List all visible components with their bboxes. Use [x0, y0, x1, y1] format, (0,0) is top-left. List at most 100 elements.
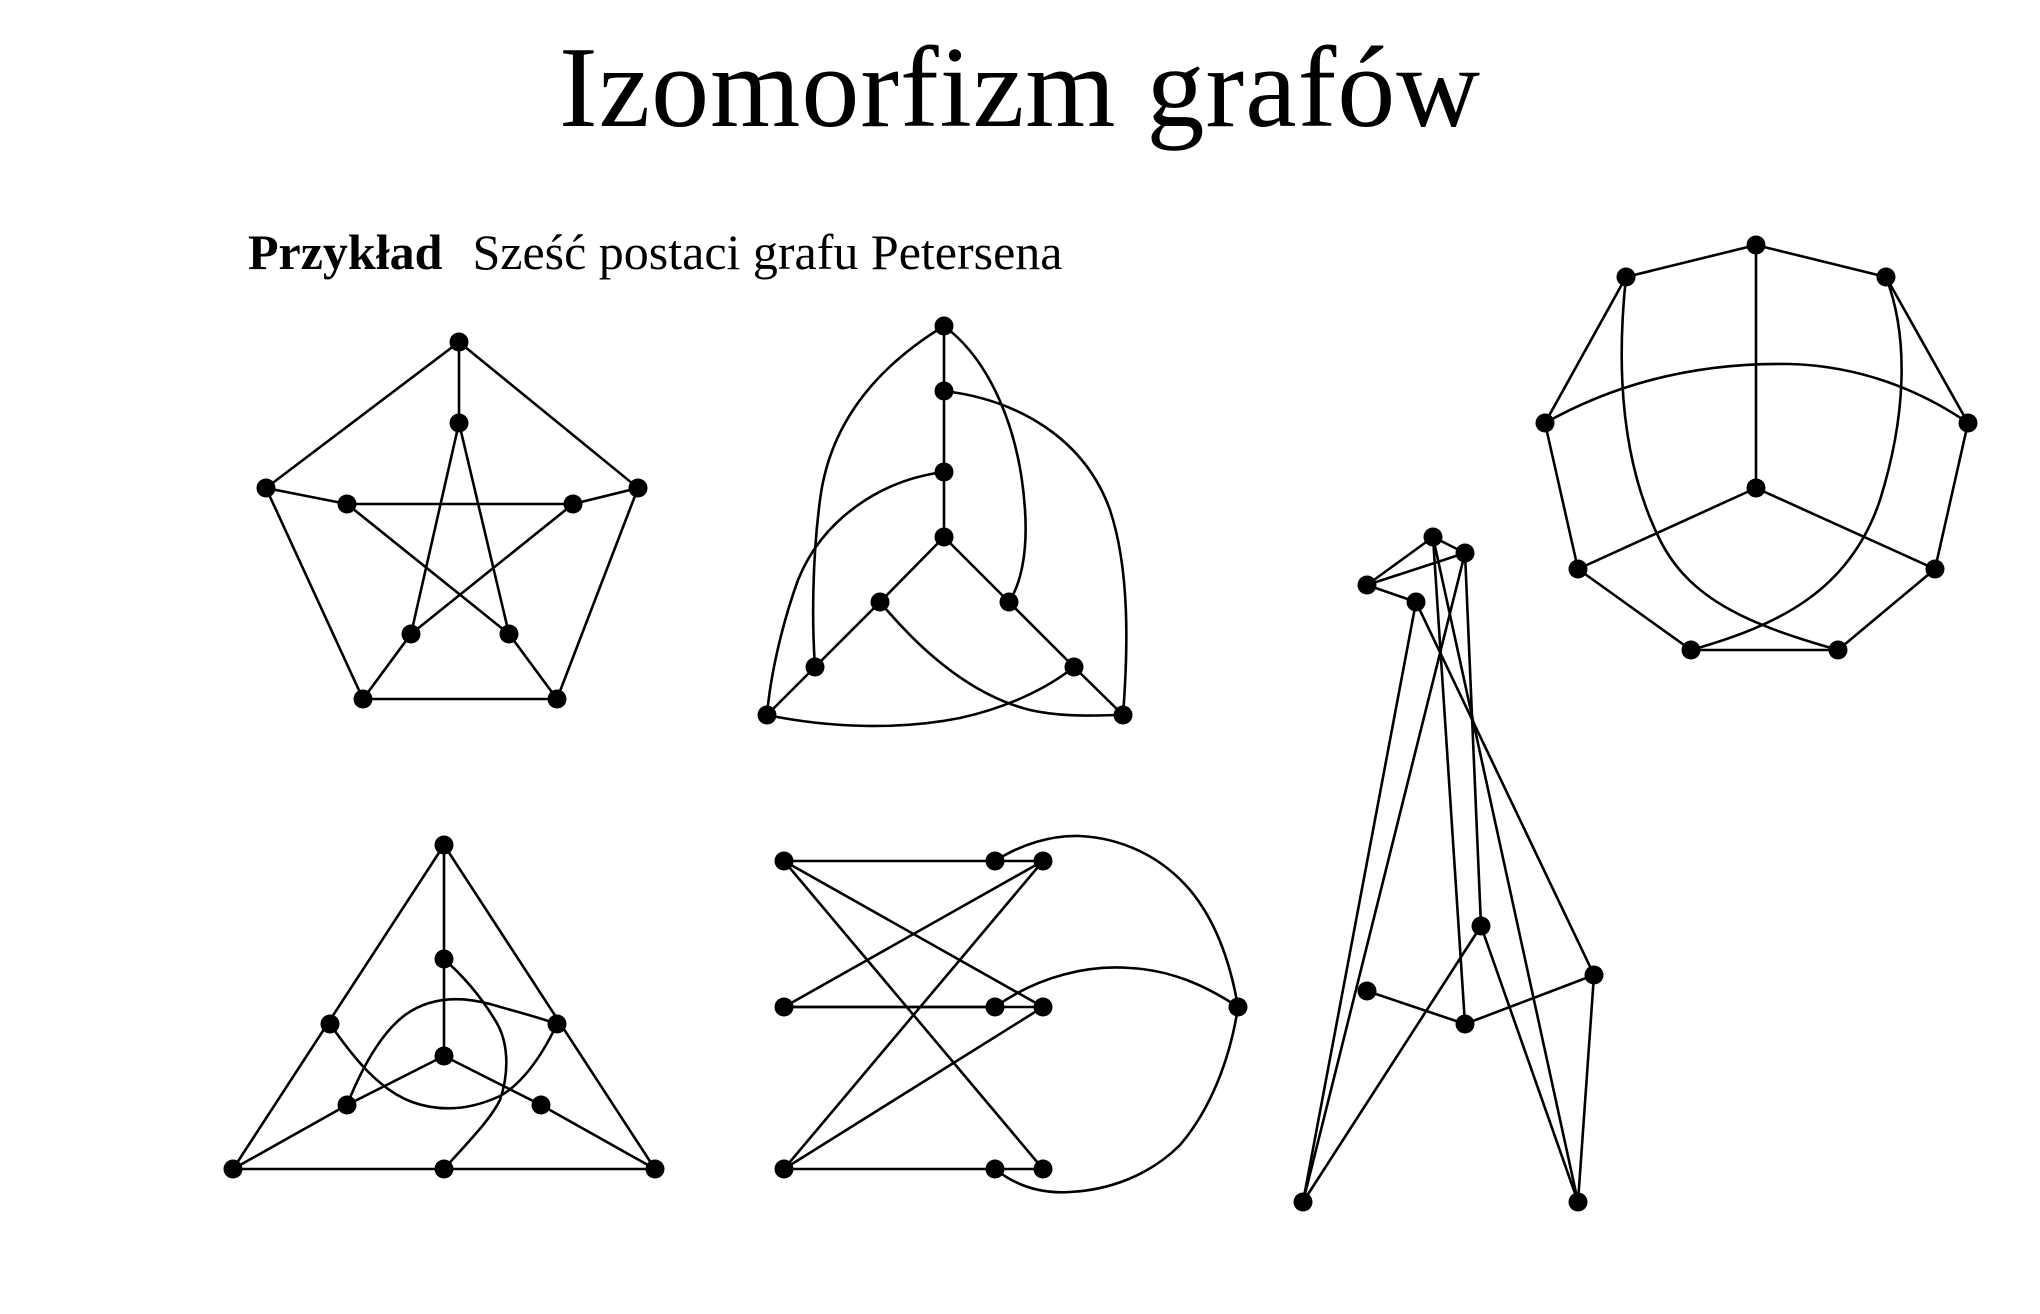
graph-edge	[1463, 551, 1483, 928]
graph-edge	[1624, 243, 1758, 279]
example-label: Przykład	[248, 224, 443, 280]
graph-edge	[1301, 924, 1483, 1204]
petersen-drawing-curved	[757, 316, 1133, 728]
graph-edge	[1365, 551, 1467, 587]
graph-edge	[409, 502, 575, 636]
graph-vertex	[1064, 657, 1084, 677]
graph-edge	[457, 421, 511, 636]
graph-edge	[555, 486, 640, 701]
graph-edge	[1431, 535, 1580, 1204]
graph-edge	[878, 600, 1125, 717]
graph-edge	[409, 421, 461, 636]
graph-vertex	[645, 1159, 665, 1179]
graph-vertex	[1033, 851, 1053, 871]
graph-edge	[1884, 275, 1970, 425]
graph-vertex	[434, 835, 454, 855]
petersen-drawing-crossing	[774, 834, 1248, 1194]
graph-edge	[1431, 535, 1467, 1026]
graph-vertex	[223, 1159, 243, 1179]
graph-vertex	[870, 592, 890, 612]
graph-edge	[457, 340, 640, 490]
graph-vertex	[934, 316, 954, 336]
graph-vertex	[563, 494, 583, 514]
graph-edge	[264, 486, 349, 506]
graph-edge	[765, 470, 946, 717]
graph-edge	[264, 486, 365, 701]
graph-vertex	[1584, 965, 1604, 985]
graph-edge	[993, 966, 1240, 1009]
graph-edge	[1301, 600, 1418, 1204]
graph-edge	[782, 859, 1045, 1009]
graph-vertex	[547, 689, 567, 709]
graph-edge	[765, 665, 1076, 728]
graph-edge	[1689, 275, 1903, 652]
graph-vertex	[1357, 981, 1377, 1001]
graph-vertex	[934, 527, 954, 547]
graph-edge	[942, 324, 1027, 604]
graph-edge	[1754, 243, 1888, 279]
graph-edge	[811, 324, 946, 669]
graph-edge	[1754, 486, 1937, 571]
graph-vertex	[774, 851, 794, 871]
graph-edge	[1576, 486, 1758, 571]
graph-edge	[1543, 275, 1628, 425]
graph-edge	[345, 502, 511, 636]
graph-vertex	[1568, 559, 1588, 579]
graph-edge	[1365, 535, 1435, 587]
graph-edge	[1479, 924, 1580, 1204]
graph-vertex	[1228, 997, 1248, 1017]
graph-vertex	[337, 1095, 357, 1115]
graph-vertex	[1828, 640, 1848, 660]
graph-vertex	[999, 592, 1019, 612]
petersen-drawing-ninegon	[1535, 235, 1978, 660]
graph-vertex	[434, 1046, 454, 1066]
graph-vertex	[1406, 592, 1426, 612]
petersen-drawing-tall	[1293, 527, 1604, 1212]
graph-vertex	[449, 413, 469, 433]
graph-vertex	[985, 851, 1005, 871]
graph-vertex	[1681, 640, 1701, 660]
graph-vertex	[499, 624, 519, 644]
graph-vertex	[628, 478, 648, 498]
graph-vertex	[1746, 235, 1766, 255]
graph-vertex	[1876, 267, 1896, 287]
graph-edge	[765, 665, 817, 717]
graph-edge	[1543, 421, 1580, 571]
graph-vertex	[1925, 559, 1945, 579]
graph-vertex	[774, 1159, 794, 1179]
graph-edge	[571, 486, 640, 506]
graph-vertex	[934, 462, 954, 482]
petersen-drawing-classic	[256, 332, 648, 709]
graph-edge	[345, 997, 559, 1107]
graph-vertex	[434, 1159, 454, 1179]
graph-edge	[442, 843, 657, 1171]
graph-vertex	[1746, 478, 1766, 498]
graph-vertex	[1033, 997, 1053, 1017]
graph-edge	[1576, 567, 1693, 652]
graph-vertex	[449, 332, 469, 352]
graph-edge	[507, 632, 559, 701]
graph-edge	[782, 859, 1045, 1171]
graph-edge	[1301, 551, 1467, 1204]
graph-edge	[1365, 989, 1467, 1026]
graph-edge	[231, 1103, 349, 1171]
graph-vertex	[337, 494, 357, 514]
graph-edge	[942, 535, 1011, 604]
graph-vertex	[1568, 1192, 1588, 1212]
graph-vertex	[805, 657, 825, 677]
graph-vertex	[1535, 413, 1555, 433]
graph-vertex	[256, 478, 276, 498]
graph-edge	[264, 340, 461, 490]
graph-vertex	[547, 1014, 567, 1034]
graph-vertex	[1455, 543, 1475, 563]
graph-edge	[231, 843, 446, 1171]
graph-vertex	[1616, 267, 1636, 287]
graph-edge	[813, 600, 882, 669]
graph-edge	[1933, 421, 1970, 571]
example-caption: Przykład Sześć postaci grafu Petersena	[248, 220, 1062, 284]
example-text: Sześć postaci grafu Petersena	[472, 224, 1063, 280]
graph-vertex	[1455, 1014, 1475, 1034]
graph-vertex	[1471, 916, 1491, 936]
graph-edge	[345, 1054, 446, 1107]
